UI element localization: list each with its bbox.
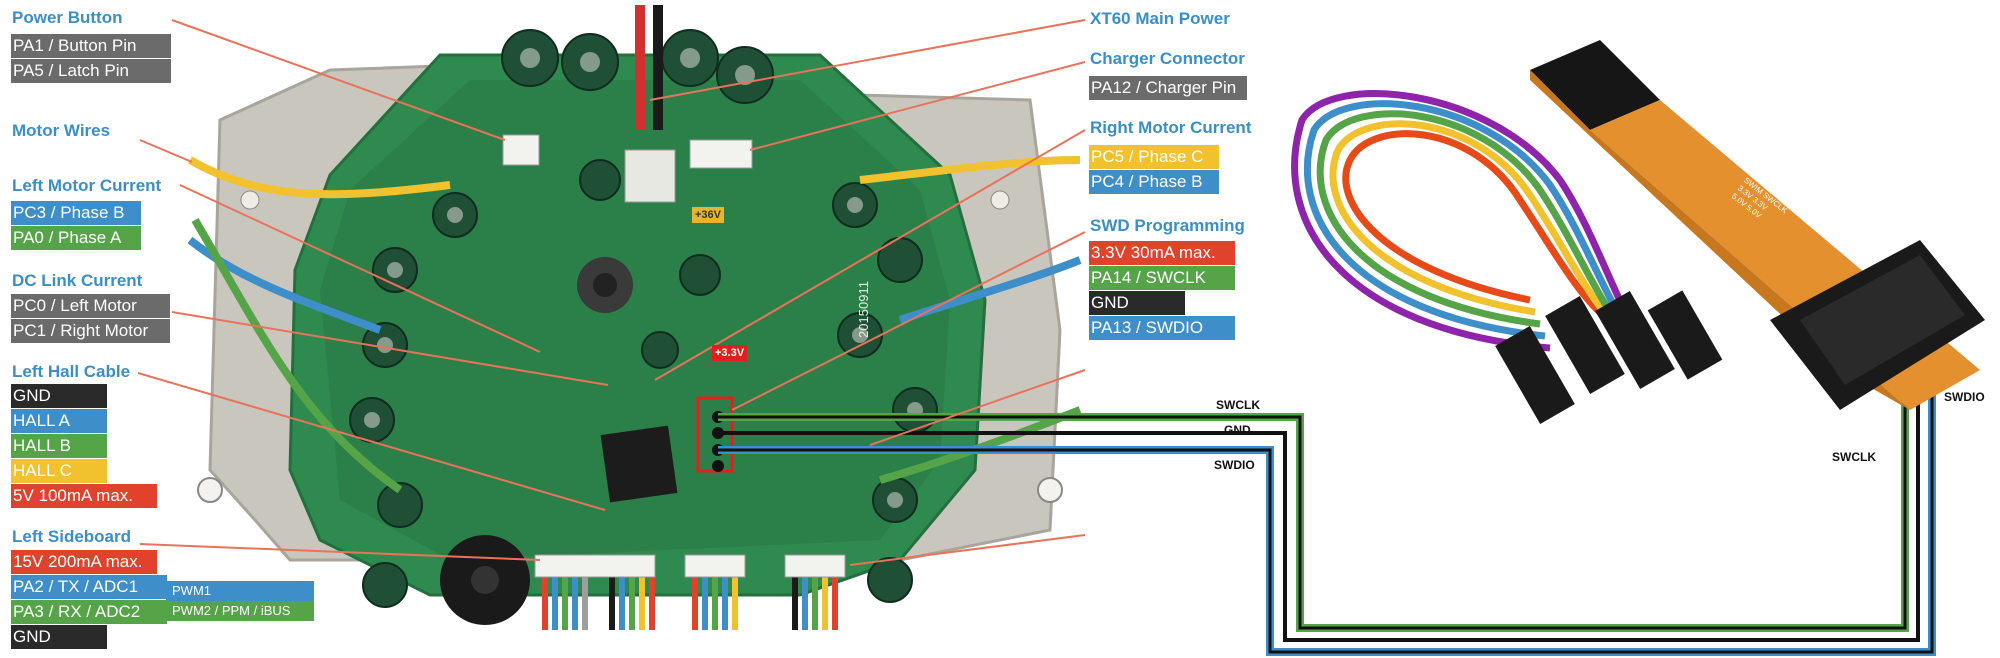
left-sideboard-pa3: PA3 / RX / ADC2 bbox=[11, 600, 167, 624]
motor-wires-title: Motor Wires bbox=[12, 121, 111, 140]
swd-wiring bbox=[718, 370, 1936, 656]
left-sideboard-pa2: PA2 / TX / ADC1 bbox=[11, 575, 167, 599]
capacitors bbox=[349, 29, 938, 608]
xt60-title: XT60 Main Power bbox=[1090, 9, 1230, 28]
left-hall-cable-hall-a: HALL A bbox=[11, 409, 107, 433]
sideboard-cables bbox=[542, 570, 838, 630]
dupont-cable bbox=[1291, 90, 1663, 373]
left-hall-cable-hall-c: HALL C bbox=[11, 459, 107, 483]
wire-label-swdio: SWDIO bbox=[1214, 458, 1255, 472]
power-button-pin-2: PA5 / Latch Pin bbox=[11, 59, 171, 83]
swd-title: SWD Programming bbox=[1090, 216, 1245, 235]
dupont-housings bbox=[1495, 290, 1723, 424]
left-hall-cable-5v: 5V 100mA max. bbox=[11, 484, 157, 508]
left-sideboard-pwm1: PWM1 bbox=[166, 581, 314, 601]
charger-connector bbox=[689, 139, 753, 169]
pcb bbox=[288, 53, 987, 597]
left-motor-current-title: Left Motor Current bbox=[12, 176, 162, 195]
swd-3v3: 3.3V 30mA max. bbox=[1089, 241, 1235, 265]
left-sideboard-gnd: GND bbox=[11, 625, 107, 649]
stlink-programmer bbox=[1530, 40, 1985, 410]
power-button-title: Power Button bbox=[12, 8, 123, 27]
right-motor-current-pin-1: PC5 / Phase C bbox=[1089, 145, 1219, 169]
left-motor-current-pin-1: PC3 / Phase B bbox=[11, 201, 141, 225]
left-motor-wire-green bbox=[191, 217, 403, 494]
power-button-connector bbox=[502, 134, 540, 166]
right-motor-current-pin-2: PC4 / Phase B bbox=[1089, 170, 1219, 194]
swd-swdio: PA13 / SWDIO bbox=[1089, 316, 1235, 340]
mcu-chip bbox=[600, 425, 678, 503]
pcb-date-code: 20150911 bbox=[855, 281, 871, 338]
charger-title: Charger Connector bbox=[1090, 49, 1245, 68]
left-sideboard-title: Left Sideboard bbox=[12, 527, 132, 546]
pcb-label-36v: +36V bbox=[692, 207, 724, 223]
left-motor-wire-blue bbox=[187, 236, 382, 334]
swd-gnd: GND bbox=[1089, 291, 1185, 315]
left-motor-current-pin-2: PA0 / Phase A bbox=[11, 226, 141, 250]
pcb-label-3v3: +3.3V bbox=[712, 345, 748, 361]
stlink-label-swclk: SWCLK bbox=[1832, 450, 1876, 464]
left-motor-wire-yellow bbox=[188, 156, 451, 199]
left-hall-cable-title: Left Hall Cable bbox=[12, 362, 131, 381]
left-sideboard-15v: 15V 200mA max. bbox=[11, 550, 157, 574]
right-motor-current-title: Right Motor Current bbox=[1090, 118, 1252, 137]
swd-swclk: PA14 / SWCLK bbox=[1089, 266, 1235, 290]
charger-pin: PA12 / Charger Pin bbox=[1089, 76, 1247, 100]
stlink-label-swdio: SWDIO bbox=[1944, 390, 1985, 404]
left-sideboard-pwm2: PWM2 / PPM / iBUS bbox=[166, 601, 314, 621]
wire-label-swclk: SWCLK bbox=[1216, 398, 1260, 412]
dc-link-current-pin-1: PC0 / Left Motor bbox=[11, 294, 170, 318]
regulator bbox=[624, 149, 676, 203]
wire-label-gnd: GND bbox=[1224, 423, 1251, 437]
dc-link-current-pin-2: PC1 / Right Motor bbox=[11, 319, 170, 343]
dc-link-current-title: DC Link Current bbox=[12, 271, 143, 290]
left-hall-cable-hall-b: HALL B bbox=[11, 434, 107, 458]
left-hall-cable-gnd: GND bbox=[11, 384, 107, 408]
power-button-pin-1: PA1 / Button Pin bbox=[11, 34, 171, 58]
